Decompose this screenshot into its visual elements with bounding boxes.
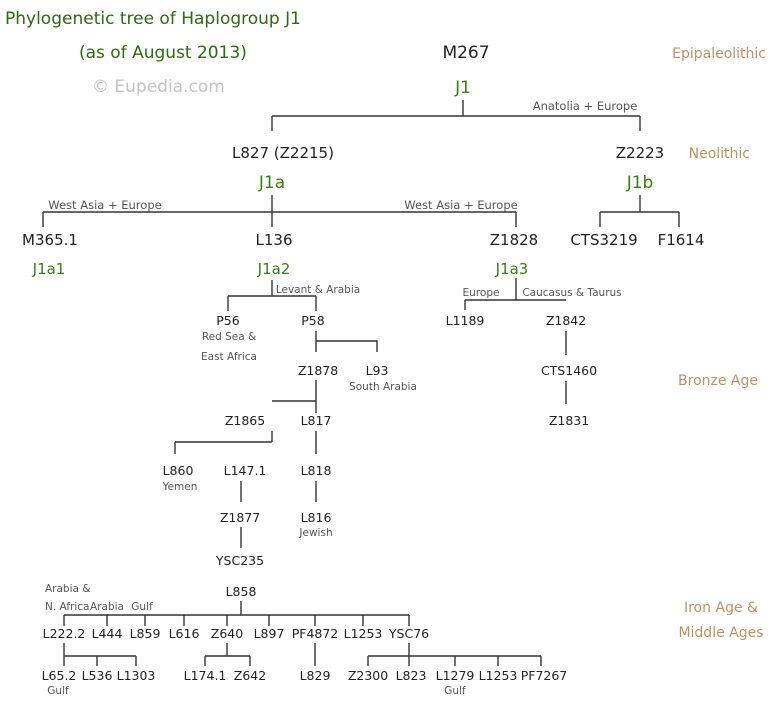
edge-j1a3-split bbox=[464, 278, 566, 310]
node-cts3219: CTS3219 bbox=[570, 231, 637, 249]
period-iron-age: Iron Age & bbox=[684, 600, 758, 616]
region-south-arabia: South Arabia bbox=[349, 381, 417, 393]
node-ysc235: YSC235 bbox=[215, 553, 264, 568]
node-l174-1: L174.1 bbox=[184, 668, 227, 683]
node-l827: L827 (Z2215) bbox=[232, 144, 334, 162]
node-l444: L444 bbox=[92, 626, 123, 641]
haplogroup-j1a3: J1a3 bbox=[495, 260, 529, 278]
diagram-title: Phylogenetic tree of Haplogroup J1 bbox=[5, 9, 301, 29]
region-caucasus-taurus: Caucasus & Taurus bbox=[522, 287, 621, 299]
node-z1877: Z1877 bbox=[220, 510, 260, 525]
node-l816: L816 bbox=[301, 510, 332, 525]
node-z1831: Z1831 bbox=[549, 413, 589, 428]
node-l1279: L1279 bbox=[436, 668, 475, 683]
node-p56: P56 bbox=[216, 313, 239, 328]
haplogroup-j1a2: J1a2 bbox=[257, 260, 291, 278]
region-red-sea: Red Sea & bbox=[202, 331, 256, 343]
node-z1865: Z1865 bbox=[225, 413, 265, 428]
region-east-africa: East Africa bbox=[201, 351, 257, 363]
edge-l222-split bbox=[63, 643, 137, 666]
node-l65-2: L65.2 bbox=[42, 668, 77, 683]
edge-j1a2-split bbox=[227, 280, 317, 311]
node-z1828: Z1828 bbox=[490, 231, 538, 249]
diagram-subtitle: (as of August 2013) bbox=[79, 43, 247, 63]
edge-z1865-split bbox=[174, 431, 273, 454]
node-l859: L859 bbox=[130, 626, 161, 641]
haplogroup-j1b: J1b bbox=[626, 173, 654, 193]
node-m365-1: M365.1 bbox=[22, 231, 78, 249]
region-anatolia-europe: Anatolia + Europe bbox=[533, 99, 638, 113]
node-p58: P58 bbox=[301, 313, 324, 328]
node-l823: L823 bbox=[396, 668, 427, 683]
node-l1253-a: L1253 bbox=[344, 626, 383, 641]
region-arabia-n-africa-1: Arabia & bbox=[45, 583, 90, 595]
node-pf4872: PF4872 bbox=[292, 626, 339, 641]
node-l136: L136 bbox=[256, 231, 293, 249]
period-middle-ages: Middle Ages bbox=[678, 625, 763, 641]
node-l536: L536 bbox=[82, 668, 113, 683]
region-arabia: Arabia bbox=[90, 601, 124, 613]
node-l897: L897 bbox=[254, 626, 285, 641]
edge-l858-split bbox=[63, 601, 410, 626]
node-z1878: Z1878 bbox=[298, 363, 338, 378]
node-z642: Z642 bbox=[234, 668, 266, 683]
region-gulf-l1279: Gulf bbox=[444, 685, 466, 697]
haplogroup-j1a: J1a bbox=[258, 173, 285, 193]
node-z1842: Z1842 bbox=[546, 313, 586, 328]
node-m267: M267 bbox=[442, 43, 489, 63]
region-west-asia-europe-right: West Asia + Europe bbox=[404, 198, 517, 212]
node-l829: L829 bbox=[300, 668, 331, 683]
node-cts1460: CTS1460 bbox=[541, 363, 597, 378]
haplogroup-j1: J1 bbox=[454, 78, 471, 98]
node-l222-2: L222.2 bbox=[43, 626, 86, 641]
node-l616: L616 bbox=[169, 626, 200, 641]
period-epipaleolithic: Epipaleolithic bbox=[672, 46, 766, 62]
region-jewish: Jewish bbox=[298, 527, 332, 539]
node-l1253-b: L1253 bbox=[479, 668, 518, 683]
node-l817: L817 bbox=[301, 413, 332, 428]
node-l860: L860 bbox=[163, 463, 194, 478]
node-l93: L93 bbox=[366, 363, 389, 378]
tree-edges bbox=[42, 100, 680, 666]
node-l818: L818 bbox=[301, 463, 332, 478]
node-l1303: L1303 bbox=[117, 668, 156, 683]
region-europe: Europe bbox=[463, 287, 500, 299]
edge-z1878-split bbox=[272, 380, 317, 413]
region-gulf-l65-2: Gulf bbox=[47, 685, 69, 697]
node-l147-1: L147.1 bbox=[224, 463, 267, 478]
node-z2223: Z2223 bbox=[616, 144, 664, 162]
copyright-watermark: © Eupedia.com bbox=[92, 77, 225, 97]
edge-j1b-split bbox=[599, 195, 680, 227]
node-pf7267: PF7267 bbox=[521, 668, 568, 683]
region-gulf-l859: Gulf bbox=[131, 601, 153, 613]
region-levant-arabia: Levant & Arabia bbox=[276, 284, 360, 296]
edge-z640-split bbox=[204, 643, 251, 666]
region-arabia-n-africa-2: N. Africa bbox=[45, 601, 89, 613]
edge-j1a-split bbox=[42, 195, 517, 227]
edge-ysc76-split bbox=[367, 643, 542, 666]
node-f1614: F1614 bbox=[658, 231, 705, 249]
edge-j1-split bbox=[271, 100, 641, 131]
node-l858: L858 bbox=[226, 584, 257, 599]
region-west-asia-europe-left: West Asia + Europe bbox=[48, 198, 161, 212]
region-yemen: Yemen bbox=[162, 481, 198, 493]
node-z640: Z640 bbox=[211, 626, 243, 641]
period-bronze-age: Bronze Age bbox=[678, 373, 758, 389]
edge-p58-split bbox=[315, 331, 378, 352]
period-neolithic: Neolithic bbox=[689, 146, 750, 162]
node-l1189: L1189 bbox=[446, 313, 485, 328]
haplogroup-j1a1: J1a1 bbox=[32, 260, 66, 278]
node-z2300: Z2300 bbox=[348, 668, 388, 683]
node-ysc76: YSC76 bbox=[388, 626, 429, 641]
